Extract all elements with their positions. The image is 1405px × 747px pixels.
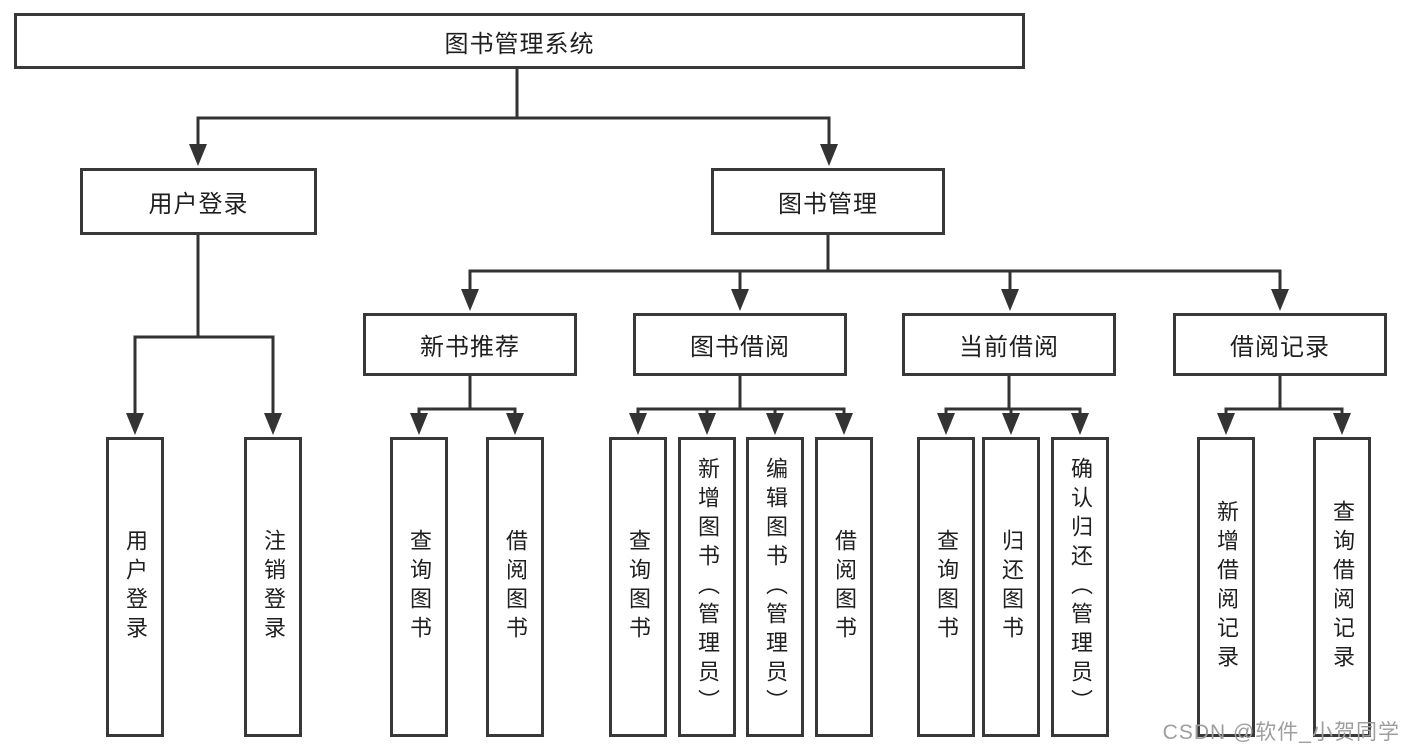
node-borrowing-records: 借阅记录: [1173, 313, 1387, 376]
leaf-return-books: 归还图书: [982, 437, 1040, 737]
node-current-borrowing: 当前借阅: [902, 313, 1116, 376]
leaf-label: 注销登录: [261, 529, 286, 645]
node-user-login-branch: 用户登录: [80, 168, 317, 235]
leaf-search-books-current: 查询图书: [917, 437, 975, 737]
leaf-label: 查询图书: [407, 529, 432, 645]
leaf-label: 确认归还（管理员）: [1068, 456, 1093, 718]
leaf-search-borrow-record: 查询借阅记录: [1313, 437, 1371, 737]
leaf-label: 归还图书: [999, 529, 1024, 645]
leaf-confirm-return-admin: 确认归还（管理员）: [1051, 437, 1109, 737]
node-library-system-root: 图书管理系统: [14, 13, 1025, 69]
leaf-label: 查询借阅记录: [1330, 500, 1355, 674]
node-label: 用户登录: [148, 191, 249, 218]
connector-strokes: [133, 69, 1344, 419]
leaf-label: 新增借阅记录: [1214, 500, 1239, 674]
node-new-book-recommendation: 新书推荐: [363, 313, 577, 376]
leaf-label: 借阅图书: [832, 529, 857, 645]
leaf-borrow-books-borrowing: 借阅图书: [815, 437, 873, 737]
leaf-label: 编辑图书（管理员）: [763, 456, 788, 718]
leaf-search-books-borrowing: 查询图书: [609, 437, 667, 737]
leaf-edit-book-admin: 编辑图书（管理员）: [746, 437, 804, 737]
leaf-label: 查询图书: [934, 529, 959, 645]
leaf-search-books-recommend: 查询图书: [390, 437, 448, 737]
node-label: 图书借阅: [690, 334, 790, 361]
arrowheads: [126, 144, 1351, 435]
node-label: 图书管理: [778, 191, 878, 218]
node-label: 新书推荐: [420, 334, 520, 361]
leaf-add-book-admin: 新增图书（管理员）: [678, 437, 736, 737]
leaf-label: 新增图书（管理员）: [695, 456, 720, 718]
leaf-add-borrow-record: 新增借阅记录: [1197, 437, 1255, 737]
node-label: 图书管理系统: [444, 30, 595, 58]
csdn-watermark: CSDN @软件_小贺同学: [1162, 721, 1400, 744]
leaf-label: 查询图书: [626, 529, 651, 645]
leaf-label: 借阅图书: [503, 529, 528, 645]
leaf-logout: 注销登录: [244, 437, 302, 737]
node-label: 借阅记录: [1230, 334, 1330, 361]
leaf-borrow-books-recommend: 借阅图书: [486, 437, 544, 737]
leaf-user-login: 用户登录: [106, 437, 164, 737]
node-label: 当前借阅: [959, 334, 1059, 361]
leaf-label: 用户登录: [123, 529, 148, 645]
node-book-management-branch: 图书管理: [711, 168, 945, 235]
node-book-borrowing: 图书借阅: [633, 313, 847, 376]
